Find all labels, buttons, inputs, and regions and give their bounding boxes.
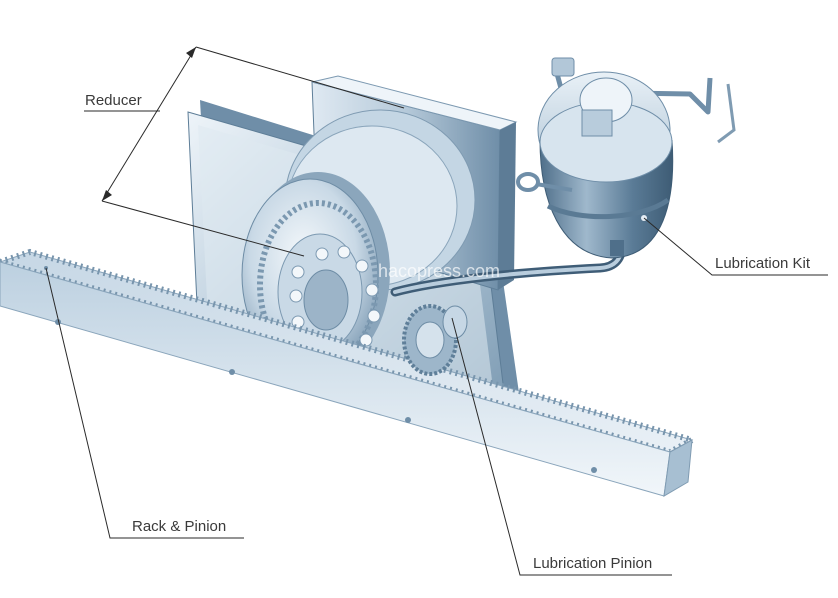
reducer-leader-lower	[101, 200, 305, 257]
lubrication-pipe	[390, 239, 627, 297]
watermark-text: hacopress.com	[378, 261, 500, 281]
callout-labels: Reducer Lubrication Kit Rack & Pinion Lu…	[85, 92, 811, 572]
label-rack-pinion: Rack & Pinion	[132, 518, 226, 535]
machine-illustration: hacopress.com	[0, 57, 736, 497]
reducer-leader-bracket	[101, 46, 197, 202]
reducer-leader-upper	[195, 46, 405, 109]
label-lubrication-pinion: Lubrication Pinion	[533, 555, 652, 572]
pinion-gear	[402, 304, 468, 376]
rack-bar	[0, 248, 700, 497]
arrowhead-down-icon	[102, 190, 112, 201]
rack-pinion-leader	[45, 267, 244, 539]
arrowhead-up-icon	[186, 47, 196, 58]
label-reducer: Reducer	[85, 92, 142, 109]
lubrication-kit-unit	[516, 57, 736, 259]
leader-lines	[45, 46, 828, 576]
lubrication-kit-leader	[643, 217, 828, 276]
lubrication-pinion-leader	[451, 317, 672, 576]
label-lubrication-kit: Lubrication Kit	[715, 255, 811, 272]
